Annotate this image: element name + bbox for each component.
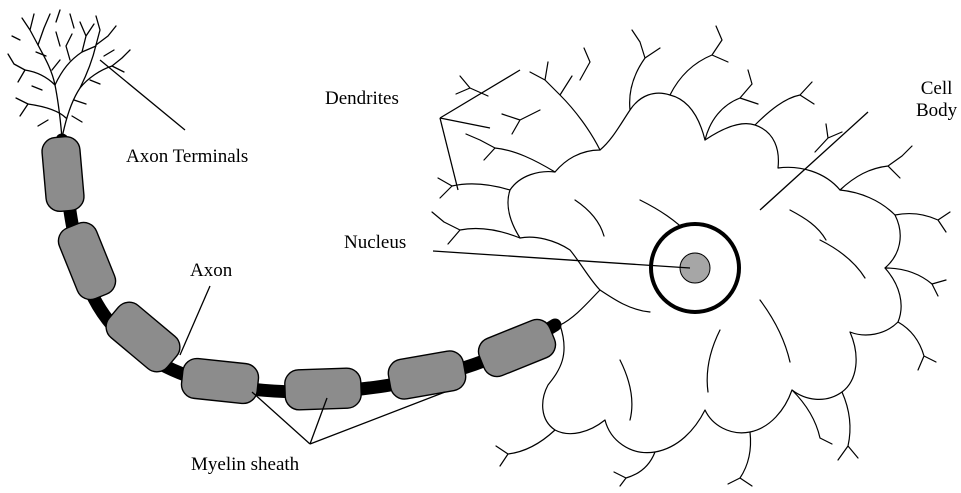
- label-axon: Axon: [190, 260, 232, 282]
- label-body: Body: [916, 100, 957, 122]
- label-myelin-sheath: Myelin sheath: [191, 454, 299, 476]
- label-axon-terminals: Axon Terminals: [126, 146, 248, 168]
- leader-dendrites-1: [440, 70, 520, 118]
- myelin-segments: [41, 135, 560, 410]
- leader-axon-terminals: [100, 60, 185, 130]
- myelin-segment: [41, 135, 85, 212]
- label-dendrites: Dendrites: [325, 88, 399, 110]
- myelin-segment: [386, 349, 468, 402]
- label-cell: Cell: [916, 78, 957, 100]
- leader-dendrites-2: [440, 118, 490, 128]
- label-cell-body: Cell Body: [916, 78, 957, 122]
- leader-cell-body: [760, 112, 868, 210]
- leader-axon: [180, 286, 210, 355]
- myelin-segment: [54, 218, 120, 303]
- leader-dendrites-3: [440, 118, 458, 190]
- myelin-segment: [474, 315, 559, 381]
- label-nucleus: Nucleus: [344, 232, 406, 254]
- myelin-segment: [284, 368, 361, 411]
- axon-terminals-tree: [8, 10, 130, 138]
- myelin-segment: [180, 357, 260, 405]
